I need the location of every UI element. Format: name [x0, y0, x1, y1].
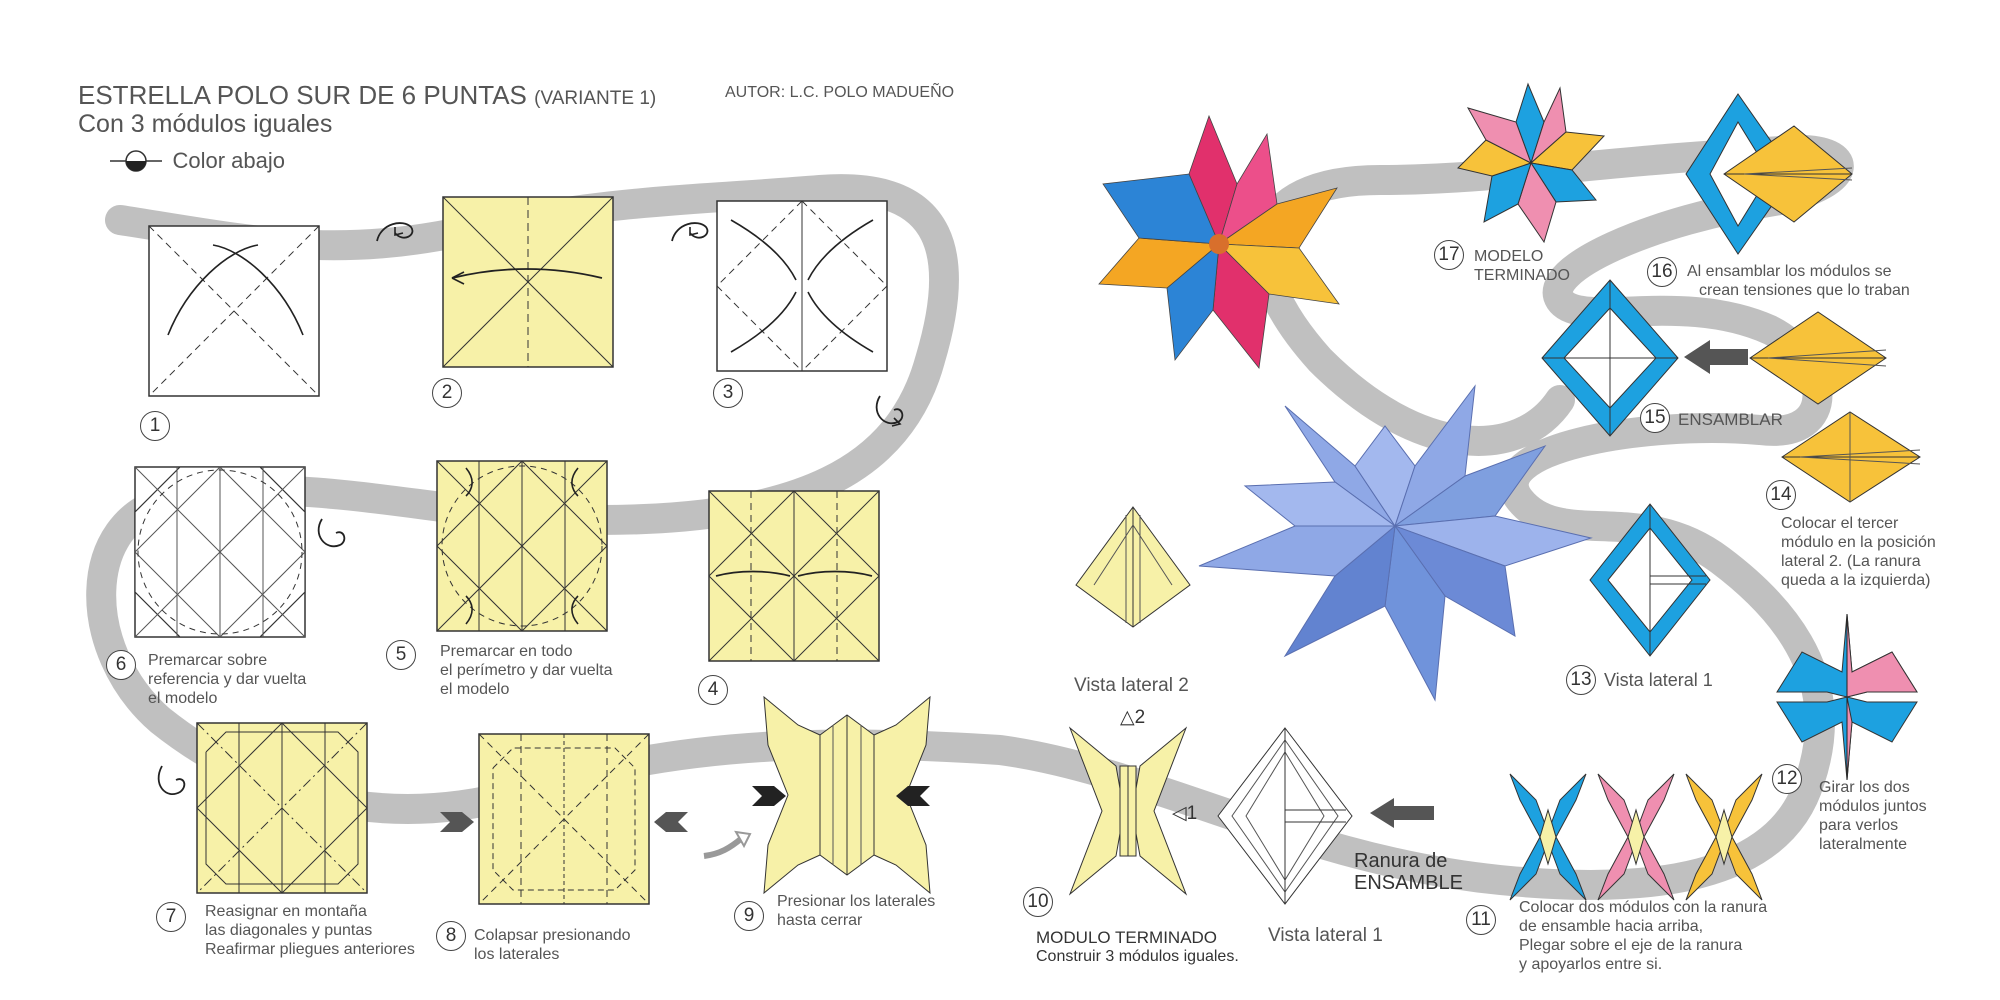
step-number: 12	[1772, 764, 1802, 794]
step16-diagram	[1685, 93, 1853, 255]
turn-over-icon	[157, 765, 186, 795]
vista-lateral-1-diagram	[1217, 727, 1353, 905]
step11-orange-module	[1685, 773, 1763, 901]
step-number: 8	[436, 921, 466, 951]
turn-over-icon	[376, 222, 414, 242]
step3-diagram	[716, 200, 888, 372]
curved-arrow-icon	[703, 830, 752, 859]
left-arrow-icon	[1684, 340, 1748, 374]
turn-over-icon	[317, 518, 346, 548]
step-number: 3	[713, 378, 743, 408]
step-number: 9	[734, 901, 764, 931]
step-number: 10	[1023, 887, 1053, 917]
step10-diagram	[1068, 726, 1188, 896]
step14-diagram	[1781, 411, 1921, 503]
step-number: 6	[106, 650, 136, 680]
step13-text: Vista lateral 1	[1604, 670, 1713, 690]
press-arrow-icon	[752, 786, 786, 806]
multicolor-star-photo	[1098, 114, 1340, 369]
variant: (VARIANTE 1)	[534, 88, 657, 109]
step15-text: ENSAMBLAR	[1678, 410, 1783, 429]
step-number: 11	[1466, 905, 1496, 935]
left-arrow-icon	[1370, 798, 1434, 828]
turn-over-icon	[671, 222, 709, 242]
view-mark-1: ◁1	[1172, 803, 1198, 824]
step2-diagram	[442, 196, 614, 368]
step-number: 15	[1640, 403, 1670, 433]
step-number: 14	[1766, 480, 1796, 510]
step12-diagram	[1776, 613, 1918, 781]
subtitle: Con 3 módulos iguales	[78, 110, 333, 138]
vista-lateral-2-label: Vista lateral 2	[1074, 675, 1189, 696]
step-number: 5	[386, 640, 416, 670]
vista-lateral-1-label: Vista lateral 1	[1268, 925, 1383, 946]
step-number: 1	[140, 411, 170, 441]
title: ESTRELLA POLO SUR DE 6 PUNTAS (VARIANTE …	[78, 80, 657, 110]
step10-text: MODULO TERMINADO Construir 3 módulos igu…	[1036, 928, 1239, 965]
step-number: 13	[1566, 665, 1596, 695]
step1-diagram	[148, 225, 320, 397]
step6-diagram	[134, 466, 306, 638]
step7-diagram	[196, 722, 368, 894]
step17-diagram	[1457, 82, 1606, 244]
step-number: 7	[156, 902, 186, 932]
step-number: 17	[1434, 240, 1464, 270]
legend: Color abajo	[110, 148, 285, 174]
step-number: 2	[432, 378, 462, 408]
press-arrow-icon	[440, 812, 474, 832]
view-mark-2: △2	[1120, 707, 1146, 728]
step11-blue-module	[1509, 773, 1587, 901]
step13-diagram	[1589, 503, 1711, 657]
step-number: 4	[698, 675, 728, 705]
step11-pink-module	[1597, 773, 1675, 901]
step4-diagram	[708, 490, 880, 662]
color-below-icon	[110, 150, 162, 172]
step-number: 16	[1647, 257, 1677, 287]
press-arrow-icon	[654, 812, 688, 832]
vista-lateral-2-diagram	[1075, 506, 1191, 628]
blue-star-photo	[1198, 384, 1593, 702]
step15-blue-module	[1541, 279, 1679, 437]
step5-diagram	[436, 460, 608, 632]
turn-over-icon	[875, 395, 904, 427]
step15-orange-module	[1749, 311, 1887, 405]
press-arrow-icon	[896, 786, 930, 806]
step8-diagram	[478, 733, 650, 905]
author: AUTOR: L.C. POLO MADUEÑO	[725, 84, 955, 101]
